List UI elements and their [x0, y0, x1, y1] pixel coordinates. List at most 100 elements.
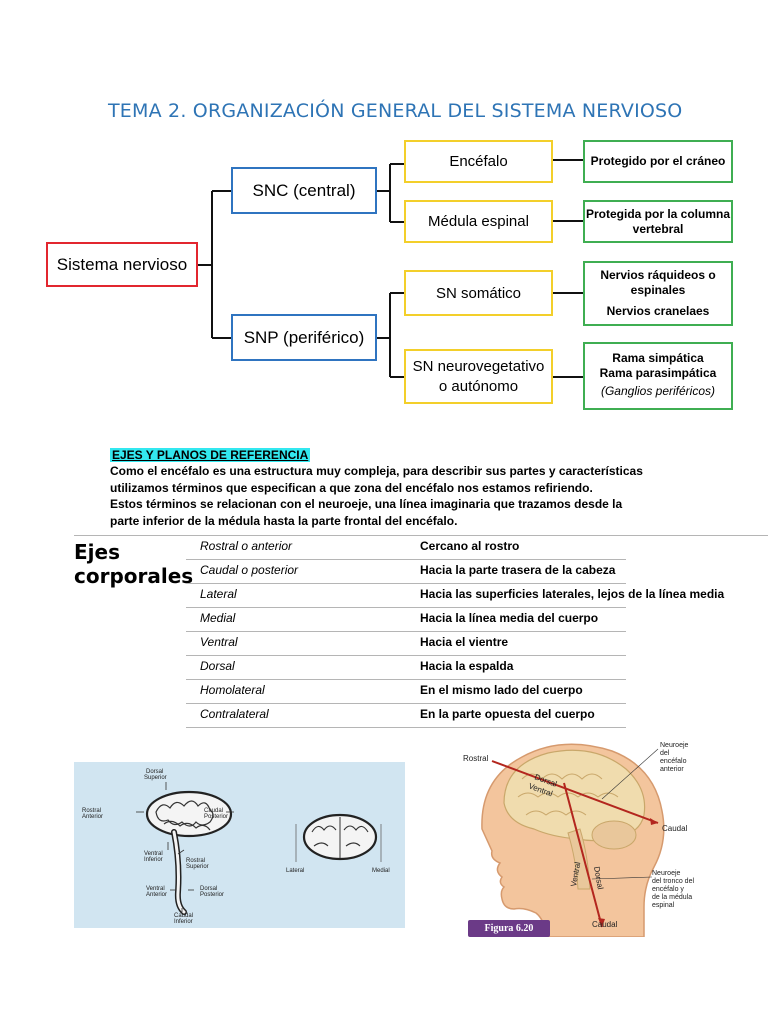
- neuroeje-encefalo-1: Neuroeje: [660, 742, 689, 749]
- neuroeje-tronco-3: encéfalo y: [652, 886, 684, 893]
- protegida-columna-box: Protegida por la columna vertebral: [583, 200, 733, 243]
- brain-axes-figure: Dorsal Superior Rostral Anterior Caudal …: [74, 762, 405, 928]
- medula-box: Médula espinal: [404, 200, 553, 243]
- ejes-corporales-title: Ejes corporales: [74, 540, 193, 588]
- paragraph-line: utilizamos términos que especifican a qu…: [110, 480, 593, 495]
- figure-number-badge: Figura 6.20: [468, 920, 550, 937]
- neuroeje-encefalo-3: encéfalo: [660, 758, 687, 765]
- term-cell: Caudal o posterior: [200, 563, 299, 577]
- meaning-cell: Hacia la línea media del cuerpo: [420, 611, 599, 625]
- ramas-box: Rama simpática Rama parasimpática (Gangl…: [583, 342, 733, 410]
- table-row: Homolateral En el mismo lado del cuerpo: [186, 679, 626, 704]
- label-dorsal-superior-1: Dorsal: [146, 769, 163, 775]
- label-ventral-inferior-2: Inferior: [144, 857, 163, 863]
- label-caudal-bottom: Caudal: [592, 920, 618, 929]
- label-rostral-anterior-2: Anterior: [82, 814, 103, 820]
- protegido-craneo-label: Protegido por el cráneo: [590, 154, 726, 168]
- meaning-cell: En la parte opuesta del cuerpo: [420, 707, 595, 721]
- term-cell: Dorsal: [200, 659, 235, 673]
- label-caudal-top: Caudal: [662, 824, 688, 833]
- label-lateral: Lateral: [286, 868, 304, 874]
- label-caudal-inferior-1: Caudal: [174, 913, 193, 919]
- term-cell: Ventral: [200, 635, 238, 649]
- meaning-cell: Hacia el vientre: [420, 635, 509, 649]
- page-title: TEMA 2. ORGANIZACIÓN GENERAL DEL SISTEMA…: [108, 100, 683, 122]
- term-cell: Rostral o anterior: [200, 539, 293, 553]
- nervios-craneales-label: Nervios cranelaes: [606, 304, 710, 318]
- meaning-cell: Hacia la parte trasera de la cabeza: [420, 563, 616, 577]
- paragraph-line: Estos términos se relacionan con el neur…: [110, 497, 623, 511]
- label-dorsal-posterior-1: Dorsal: [200, 886, 217, 892]
- term-cell: Contralateral: [200, 707, 269, 721]
- sistema-nervioso-label: Sistema nervioso: [56, 254, 188, 274]
- meaning-cell: Hacia las superficies laterales, lejos d…: [420, 587, 725, 601]
- table-row: Medial Hacia la línea media del cuerpo: [186, 607, 626, 632]
- paragraph-line: Como el encéfalo es una estructura muy c…: [110, 464, 643, 478]
- label-ventral-anterior-1: Ventral: [146, 886, 165, 892]
- label-caudal-posterior-2: Posterior: [204, 814, 228, 820]
- label-dorsal-vertical: Dorsal: [592, 866, 605, 891]
- encefalo-box: Encéfalo: [404, 140, 553, 183]
- table-top-rule: [74, 535, 768, 536]
- label-caudal-inferior-2: Inferior: [174, 919, 193, 925]
- label-ventral-inferior-1: Ventral: [144, 851, 163, 857]
- encefalo-label: Encéfalo: [449, 153, 508, 170]
- label-ventral-vertical: Ventral: [569, 861, 582, 887]
- head-neuroaxis-figure: Rostral Dorsal Ventral Caudal Ventral Do…: [452, 739, 712, 938]
- rama-parasimpatica-label: Rama parasimpática: [599, 366, 717, 380]
- protegida-columna-label-2: vertebral: [632, 221, 684, 236]
- section-paragraph: Como el encéfalo es una estructura muy c…: [110, 463, 670, 529]
- table-row: Caudal o posterior Hacia la parte traser…: [186, 559, 626, 584]
- snc-label: SNC (central): [252, 180, 356, 200]
- neuroeje-encefalo-4: anterior: [660, 766, 684, 773]
- meaning-cell: En el mismo lado del cuerpo: [420, 683, 583, 697]
- ganglios-label: (Ganglios periféricos): [600, 384, 716, 398]
- neuroeje-tronco-4: de la médula: [652, 894, 692, 901]
- sn-somatico-label: SN somático: [435, 284, 522, 302]
- ejes-title-line-1: Ejes: [74, 540, 120, 564]
- term-cell: Homolateral: [200, 683, 265, 697]
- table-row: Lateral Hacia las superficies laterales,…: [186, 583, 724, 608]
- label-rostral-superior-1: Rostral: [186, 858, 205, 864]
- label-dorsal-posterior-2: Posterior: [200, 892, 224, 898]
- snc-box: SNC (central): [231, 167, 377, 214]
- meaning-cell: Hacia la espalda: [420, 659, 514, 673]
- brain-axes-illustration: Dorsal Superior Rostral Anterior Caudal …: [82, 769, 390, 925]
- sn-neurovegetativo-label-2: o autónomo: [438, 377, 519, 395]
- head-neuroaxis-illustration: Rostral Dorsal Ventral Caudal Ventral Do…: [463, 742, 694, 938]
- label-rostral-anterior-1: Rostral: [82, 808, 101, 814]
- neuroeje-tronco-5: espinal: [652, 902, 675, 909]
- ejes-title-line-2: corporales: [74, 564, 194, 588]
- sn-neurovegetativo-box: SN neurovegetativo o autónomo: [404, 349, 553, 404]
- table-row: Dorsal Hacia la espalda: [186, 655, 626, 680]
- snp-box: SNP (periférico): [231, 314, 377, 361]
- label-caudal-posterior-1: Caudal: [204, 808, 223, 814]
- sn-neurovegetativo-label-1: SN neurovegetativo: [412, 357, 545, 375]
- term-cell: Lateral: [200, 587, 237, 601]
- nervios-raquideos-label-1: Nervios ráquideos o: [600, 268, 716, 282]
- neuroeje-encefalo-2: del: [660, 750, 670, 757]
- rama-simpatica-label: Rama simpática: [612, 351, 704, 365]
- label-medial: Medial: [372, 868, 390, 874]
- table-row: Contralateral En la parte opuesta del cu…: [186, 703, 626, 728]
- sn-somatico-box: SN somático: [404, 270, 553, 316]
- neuroeje-tronco-1: Neuroeje: [652, 870, 681, 877]
- table-row: Ventral Hacia el vientre: [186, 631, 626, 656]
- term-cell: Medial: [200, 611, 236, 625]
- medula-label: Médula espinal: [428, 213, 529, 230]
- protegida-columna-label-1: Protegida por la columna: [585, 206, 731, 221]
- neuroeje-tronco-2: del tronco del: [652, 878, 694, 885]
- snp-label: SNP (periférico): [243, 327, 365, 347]
- protegido-craneo-box: Protegido por el cráneo: [583, 140, 733, 183]
- meaning-cell: Cercano al rostro: [420, 539, 520, 553]
- table-row: Rostral o anterior Cercano al rostro: [186, 535, 626, 560]
- label-ventral-anterior-2: Anterior: [146, 892, 167, 898]
- nervios-raquideos-label-2: espinales: [630, 283, 686, 297]
- paragraph-line: parte inferior de la médula hasta la par…: [110, 513, 458, 528]
- nervios-box: Nervios ráquideos o espinales Nervios cr…: [583, 261, 733, 326]
- sistema-nervioso-box: Sistema nervioso: [46, 242, 198, 287]
- label-rostral: Rostral: [463, 754, 489, 763]
- section-heading: EJES Y PLANOS DE REFERENCIA: [110, 448, 311, 462]
- label-rostral-superior-2: Superior: [186, 864, 209, 870]
- label-dorsal-superior-2: Superior: [144, 775, 167, 781]
